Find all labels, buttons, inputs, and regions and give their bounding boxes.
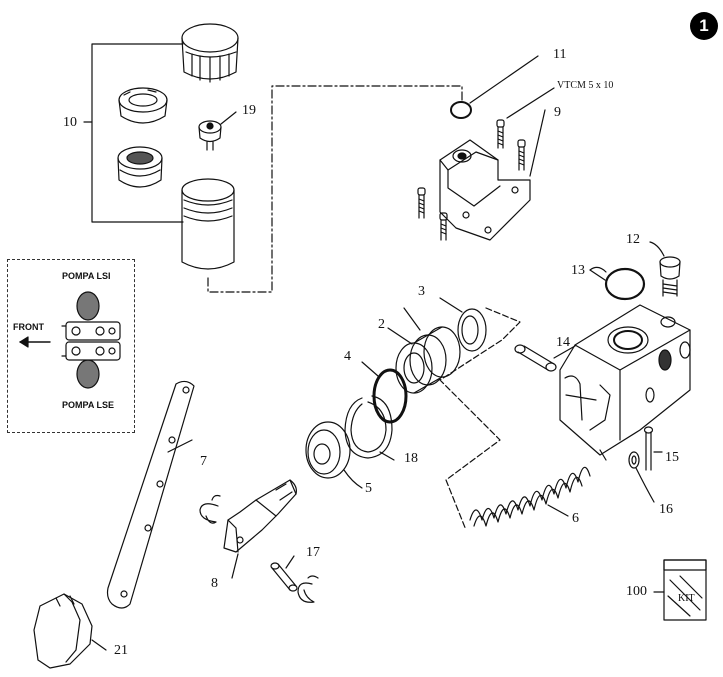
inset-label-pompa-lse: POMPA LSE bbox=[62, 400, 115, 410]
callout-11: 11 bbox=[553, 47, 567, 62]
callout-6: 6 bbox=[572, 511, 579, 526]
pin-14 bbox=[514, 344, 576, 372]
oring-11 bbox=[450, 55, 539, 119]
callout-8: 8 bbox=[211, 576, 218, 591]
washer-5 bbox=[305, 421, 363, 489]
callout-15: 15 bbox=[665, 450, 679, 465]
washer-16 bbox=[628, 451, 655, 503]
seal-ring bbox=[118, 87, 168, 124]
reservoir-cap bbox=[181, 23, 239, 83]
piston-2 bbox=[387, 326, 461, 394]
screws-vtcm bbox=[417, 87, 555, 241]
washer-3 bbox=[439, 297, 487, 352]
callout-17: 17 bbox=[306, 545, 320, 560]
callout-21: 21 bbox=[114, 643, 128, 658]
plug-12 bbox=[649, 241, 681, 297]
callout-9: 9 bbox=[554, 105, 561, 120]
clip-lower bbox=[297, 575, 319, 603]
callout-3: 3 bbox=[418, 284, 425, 299]
callout-18: 18 bbox=[404, 451, 418, 466]
lever-7 bbox=[106, 380, 195, 609]
page-number-badge: 1 bbox=[690, 12, 718, 40]
callout-16: 16 bbox=[659, 502, 673, 517]
oring-4 bbox=[361, 361, 408, 424]
screw-spec-label: VTCM 5 x 10 bbox=[557, 80, 614, 91]
group-10-bracket bbox=[83, 43, 184, 223]
valve-body-9 bbox=[439, 109, 546, 241]
gasket-ring bbox=[117, 146, 163, 188]
leader-13 bbox=[589, 269, 606, 281]
callout-5: 5 bbox=[365, 481, 372, 496]
push-rod-8 bbox=[223, 479, 297, 579]
callout-19: 19 bbox=[242, 103, 256, 118]
spring-6 bbox=[469, 466, 591, 527]
inset-label-front: FRONT bbox=[13, 322, 44, 332]
kit-label: KIT bbox=[678, 593, 695, 604]
callout-10: 10 bbox=[63, 115, 77, 130]
callout-12: 12 bbox=[626, 232, 640, 247]
clip-upper bbox=[199, 494, 221, 524]
callout-14: 14 bbox=[556, 335, 570, 350]
plug-19 bbox=[198, 111, 237, 151]
callout-7: 7 bbox=[200, 454, 207, 469]
callout-2: 2 bbox=[378, 317, 385, 332]
oring-13 bbox=[589, 266, 646, 301]
inset-orientation-box bbox=[7, 259, 135, 433]
inset-label-pompa-lsi: POMPA LSI bbox=[62, 271, 111, 281]
pin-17 bbox=[270, 555, 298, 592]
pump-main-body bbox=[559, 304, 691, 461]
circlip-18 bbox=[344, 395, 395, 461]
connection-line-reservoir bbox=[207, 85, 463, 293]
reservoir-body bbox=[181, 178, 235, 270]
pedal-pad-21 bbox=[33, 593, 107, 669]
cotter-pin-15 bbox=[643, 426, 663, 471]
leader-2 bbox=[403, 307, 421, 331]
inset-pump-graphic bbox=[19, 291, 121, 389]
callout-13: 13 bbox=[571, 263, 585, 278]
callout-100: 100 bbox=[626, 584, 647, 599]
connection-line-piston bbox=[439, 307, 521, 531]
callout-4: 4 bbox=[344, 349, 351, 364]
kit-100 bbox=[653, 559, 707, 621]
